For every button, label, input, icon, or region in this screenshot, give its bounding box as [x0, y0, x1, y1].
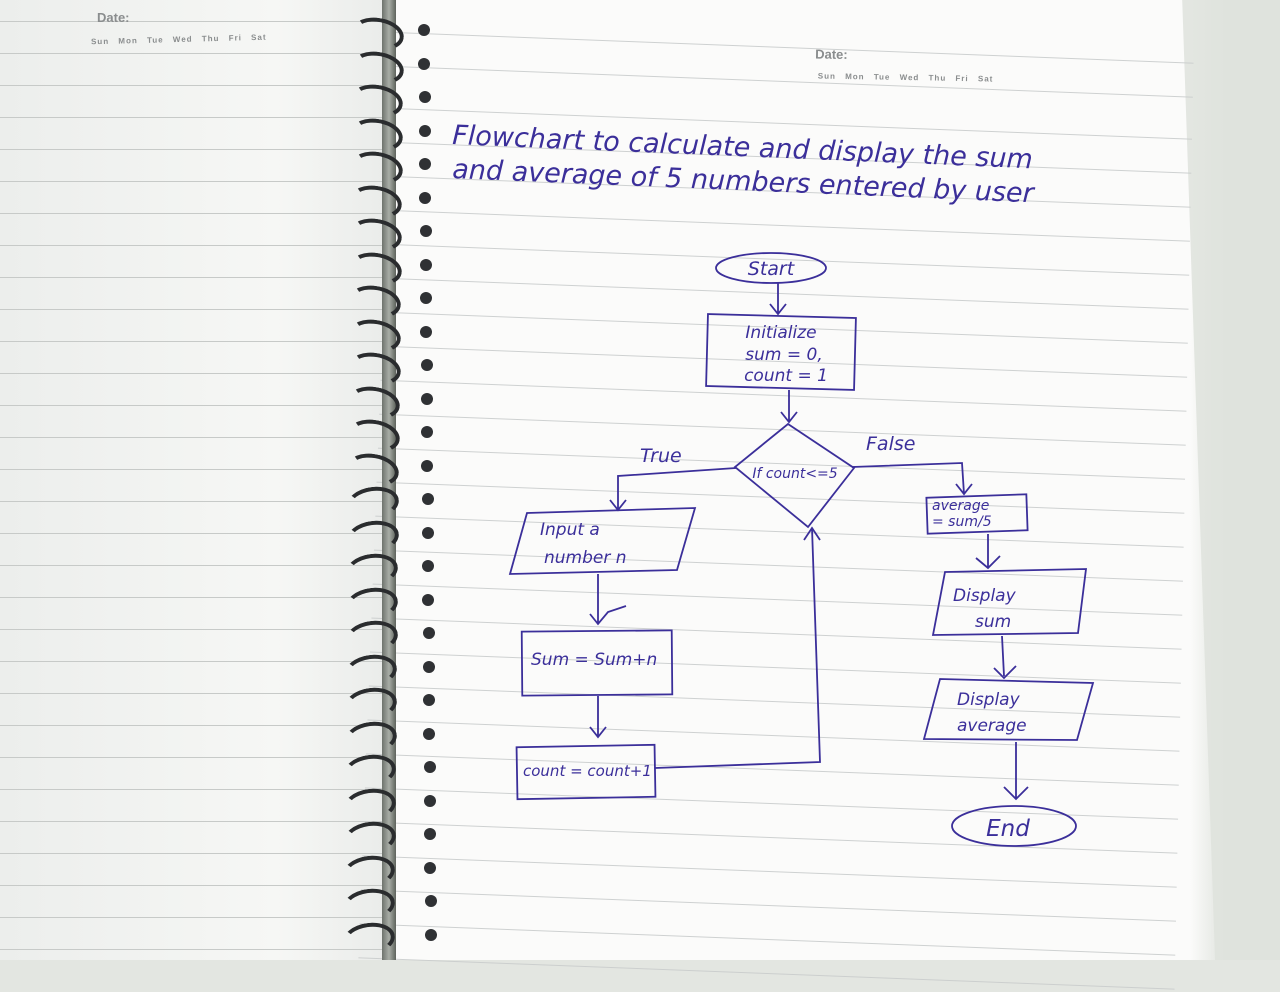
punch-hole: [423, 761, 436, 773]
arrow-start-to-init: [769, 283, 787, 316]
punch-hole: [419, 158, 431, 170]
punch-hole: [420, 325, 433, 338]
input-line-1: Input a: [540, 520, 600, 540]
punch-hole: [423, 694, 435, 706]
punch-hole: [418, 124, 431, 137]
display-avg-line-1: Display: [957, 690, 1021, 710]
punch-hole: [418, 57, 431, 70]
average-line-1: average: [932, 498, 989, 514]
arrow-display-avg-to-end: [1003, 742, 1029, 801]
decision-label: If count<=5: [752, 466, 837, 482]
punch-hole: [422, 627, 435, 639]
count-step-label: count = count+1: [523, 762, 652, 780]
punch-hole: [423, 727, 436, 740]
arrow-input-to-sum: [589, 574, 627, 626]
left-page: [0, 0, 395, 960]
binding-spine: [382, 0, 396, 960]
arrow-false-branch: [851, 462, 973, 496]
arrow-display-sum-to-display-avg: [993, 635, 1017, 680]
punch-hole: [421, 459, 434, 472]
punch-hole: [424, 928, 437, 941]
end-terminal: [951, 805, 1077, 847]
punch-hole: [421, 493, 434, 505]
display-sum-line-1: Display: [953, 586, 1017, 606]
init-line-3: count = 1: [744, 366, 828, 386]
punch-hole: [422, 560, 434, 572]
sum-step-label: Sum = Sum+n: [531, 650, 657, 670]
init-line-1: Initialize: [745, 323, 816, 343]
count-box: [515, 743, 657, 801]
spiral-binding: [330, 0, 440, 960]
start-terminal: [715, 252, 827, 284]
display-avg-line-2: average: [957, 716, 1027, 736]
punch-hole: [419, 258, 432, 271]
start-label: Start: [748, 258, 796, 280]
notebook-photo: Date: Sun Mon Tue Wed Thu Fri Sat Date: …: [0, 0, 1280, 960]
average-line-2: = sum/5: [932, 514, 992, 530]
arrow-init-to-decision: [780, 390, 798, 424]
sum-box: [520, 629, 674, 697]
punch-hole: [421, 426, 433, 438]
punch-hole: [418, 24, 430, 36]
flowchart-drawing: Flowchart to calculate and display the s…: [452, 120, 1095, 847]
punch-hole: [419, 191, 432, 204]
arrow-true-branch: [609, 467, 737, 512]
punch-hole: [418, 91, 431, 103]
punch-hole: [422, 593, 435, 606]
punch-hole: [424, 828, 436, 840]
punch-hole: [420, 359, 433, 371]
punch-hole: [424, 895, 437, 907]
initialize-box: [705, 313, 857, 391]
punch-hole: [419, 225, 432, 237]
input-parallelogram: [508, 507, 697, 575]
punch-hole: [422, 660, 435, 673]
arrow-sum-to-count: [589, 696, 607, 739]
punch-hole: [420, 392, 433, 405]
punch-hole: [424, 861, 437, 874]
punch-hole: [423, 794, 436, 807]
left-date-header: Date: Sun Mon Tue Wed Thu Fri Sat: [91, 10, 267, 46]
input-line-2: number n: [544, 548, 627, 568]
true-label: True: [640, 445, 682, 467]
display-average-parallelogram: [922, 678, 1095, 741]
decision-diamond: [733, 422, 856, 529]
background-surface: [1190, 0, 1280, 960]
date-label: Date:: [97, 10, 130, 25]
init-line-2: sum = 0,: [745, 345, 822, 365]
display-sum-parallelogram: [931, 568, 1088, 636]
display-sum-line-2: sum: [975, 612, 1011, 632]
loop-back-arrow: [654, 526, 821, 769]
average-box: [925, 493, 1029, 535]
end-label: End: [986, 816, 1030, 842]
false-label: False: [866, 433, 915, 455]
punch-hole: [420, 292, 432, 304]
arrow-average-to-display-sum: [975, 534, 1001, 570]
punch-hole: [421, 526, 434, 539]
